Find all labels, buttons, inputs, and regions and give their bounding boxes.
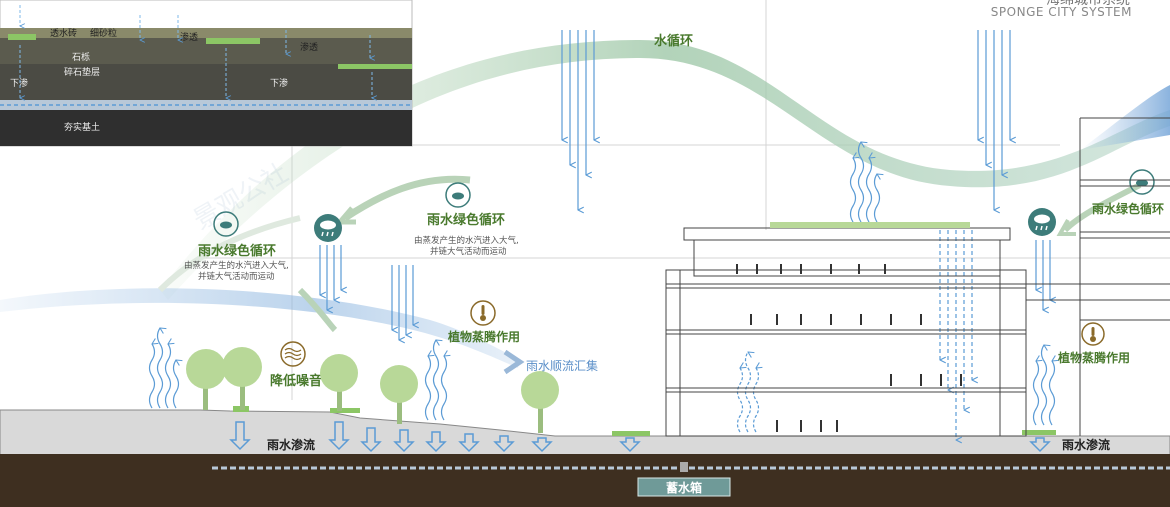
evaporation-lines xyxy=(148,142,1055,426)
drain-joint xyxy=(680,462,688,472)
inset-label-infiltration-1: 渗透 xyxy=(180,31,198,43)
green-cycle-arrow-2 xyxy=(157,215,301,293)
header-title-en: SPONGE CITY SYSTEM xyxy=(991,5,1132,19)
green-cycle-center-label: 雨水绿色循环 xyxy=(427,212,505,228)
inset-label-compacted-base: 夯实基土 xyxy=(64,121,100,133)
cloud-rain-icon-right xyxy=(1028,208,1056,236)
runoff-arrow xyxy=(503,349,525,375)
inset-label-down-seep-2: 下渗 xyxy=(270,77,288,89)
inset-section xyxy=(0,0,413,147)
roof-garden xyxy=(770,222,970,228)
runoff-collection-label: 雨水顺流汇集 xyxy=(526,358,598,373)
inset-rain-arrows xyxy=(20,5,372,98)
water-cycle-label: 水循环 xyxy=(654,33,693,49)
people-figures xyxy=(736,264,962,432)
green-cycle-arrow-3 xyxy=(1062,182,1142,233)
green-cycle-arrow-3-head xyxy=(1056,219,1076,236)
runoff-ribbon xyxy=(0,288,520,368)
cloud-icon-left xyxy=(213,211,239,237)
soil-layer xyxy=(0,454,1170,507)
inset-label-permeable-brick: 透水砖 xyxy=(50,27,77,39)
green-cycle-left-desc-2: 并链大气活动而运动 xyxy=(198,271,275,282)
plant-transpiration-right-label: 植物蒸腾作用 xyxy=(1057,350,1130,365)
thermometer-icon-right xyxy=(1081,322,1105,346)
infiltration-arrows xyxy=(229,421,1051,453)
noise-reduction-label: 降低噪音 xyxy=(270,373,322,389)
infiltration-left-label: 雨水渗流 xyxy=(267,437,315,452)
dashed-rain-lines xyxy=(940,230,972,440)
green-cycle-arrow-4 xyxy=(297,287,338,333)
cloud-icon-center xyxy=(445,182,471,208)
sound-wave-icon xyxy=(280,341,306,367)
infiltration-right-label: 雨水渗流 xyxy=(1062,437,1110,452)
header-title-cn: 海绵城市系统 xyxy=(1046,0,1130,8)
green-cycle-left-desc-1: 由蒸发产生的水汽进入大气, xyxy=(184,260,289,271)
green-cycle-center-desc-1: 由蒸发产生的水汽进入大气, xyxy=(414,235,519,246)
inset-label-down-seep-1: 下渗 xyxy=(10,77,28,89)
green-cycle-right-label: 雨水绿色循环 xyxy=(1092,201,1164,216)
plant-transpiration-label: 植物蒸腾作用 xyxy=(447,329,520,344)
inset-label-stone: 石栎 xyxy=(72,51,90,63)
trees xyxy=(186,347,559,433)
green-cycle-left-label: 雨水绿色循环 xyxy=(198,243,276,259)
green-cycle-arrow-1 xyxy=(343,175,471,221)
cloud-icon-right xyxy=(1129,169,1155,195)
inset-label-fine-sand: 细砂粒 xyxy=(90,27,117,39)
storage-tank xyxy=(637,477,731,497)
inset-label-infiltration-2: 渗透 xyxy=(300,41,318,53)
building-section xyxy=(665,117,1170,437)
rain-lines xyxy=(320,30,1050,340)
inset-label-gravel-layer: 碎石垫层 xyxy=(64,66,100,78)
thermometer-icon-center xyxy=(470,300,496,326)
green-cycle-center-desc-2: 并链大气活动而运动 xyxy=(430,246,507,257)
storage-tank-label: 蓄水箱 xyxy=(666,480,702,495)
ground-surface xyxy=(0,409,1170,457)
cloud-rain-icon-center xyxy=(314,214,342,242)
